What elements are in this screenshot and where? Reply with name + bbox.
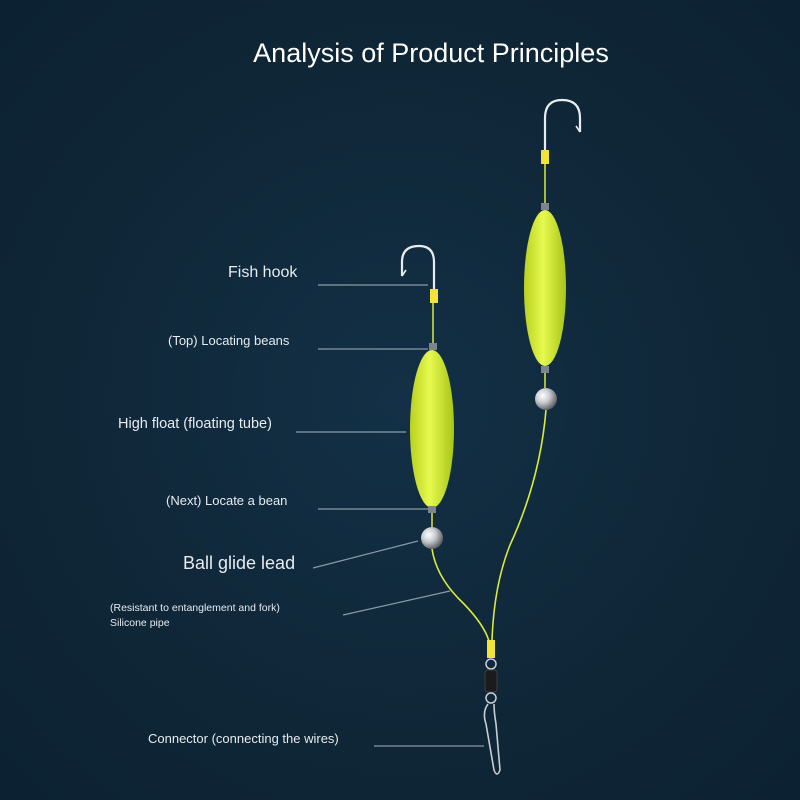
label-ball-glide-lead: Ball glide lead	[183, 553, 296, 573]
right-lead-ball	[535, 388, 557, 410]
right-lower-line	[491, 409, 547, 641]
label-silicone-pipe-note: (Resistant to entanglement and fork)	[110, 602, 280, 614]
label-silicone-pipe: (Resistant to entanglement and fork) Sil…	[110, 601, 280, 631]
left-float	[410, 350, 454, 508]
page-title: Analysis of Product Principles	[253, 38, 609, 68]
label-connector: Connector (connecting the wires)	[148, 731, 339, 746]
right-hook-icon	[543, 98, 582, 160]
right-top-bean	[541, 203, 549, 210]
left-hook-barb	[401, 269, 407, 277]
label-high-float: High float (floating tube)	[118, 416, 272, 432]
snap-clip	[483, 703, 501, 775]
label-fish-hook: Fish hook	[228, 264, 298, 281]
right-hook-barb	[575, 125, 581, 133]
right-float	[524, 210, 566, 366]
label-next-locate-bean: (Next) Locate a bean	[166, 493, 288, 508]
left-hook-sleeve	[430, 289, 438, 303]
right-next-bean	[541, 366, 549, 373]
right-branch	[491, 98, 582, 641]
left-lead-ball	[421, 527, 443, 549]
label-top-locating-beans: (Top) Locating beans	[168, 333, 290, 348]
right-hook-sleeve	[541, 150, 549, 164]
connector	[483, 640, 501, 775]
left-next-bean	[428, 506, 436, 513]
swivel-top-ring	[485, 658, 497, 670]
leader-line-ball-lead	[312, 540, 419, 569]
left-hook-icon	[400, 244, 436, 296]
label-silicone-pipe-name: Silicone pipe	[110, 617, 170, 629]
left-lower-line	[431, 548, 491, 646]
leader-line-silicone-pipe	[342, 590, 451, 616]
left-top-bean	[429, 343, 437, 350]
left-branch	[400, 244, 491, 646]
silicone-joint	[487, 640, 495, 658]
swivel-barrel	[484, 669, 498, 693]
leader-lines	[296, 284, 484, 747]
swivel-bottom-ring	[485, 692, 497, 704]
